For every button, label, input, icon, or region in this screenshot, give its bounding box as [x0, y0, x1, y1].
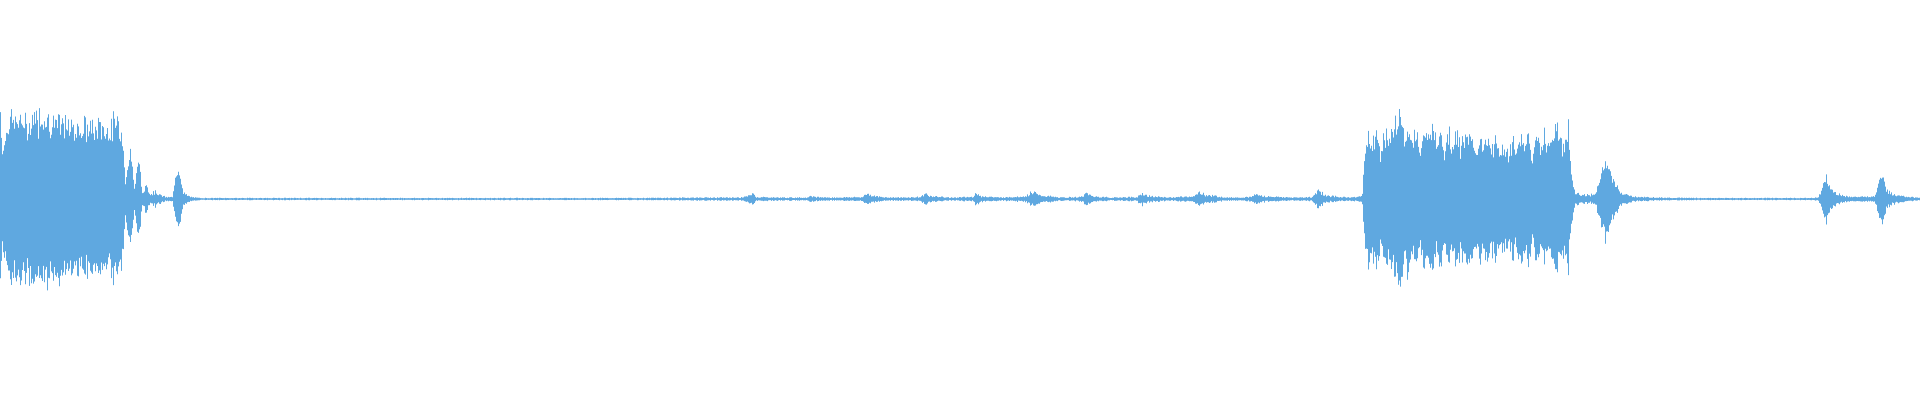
waveform-signal — [0, 108, 1920, 291]
